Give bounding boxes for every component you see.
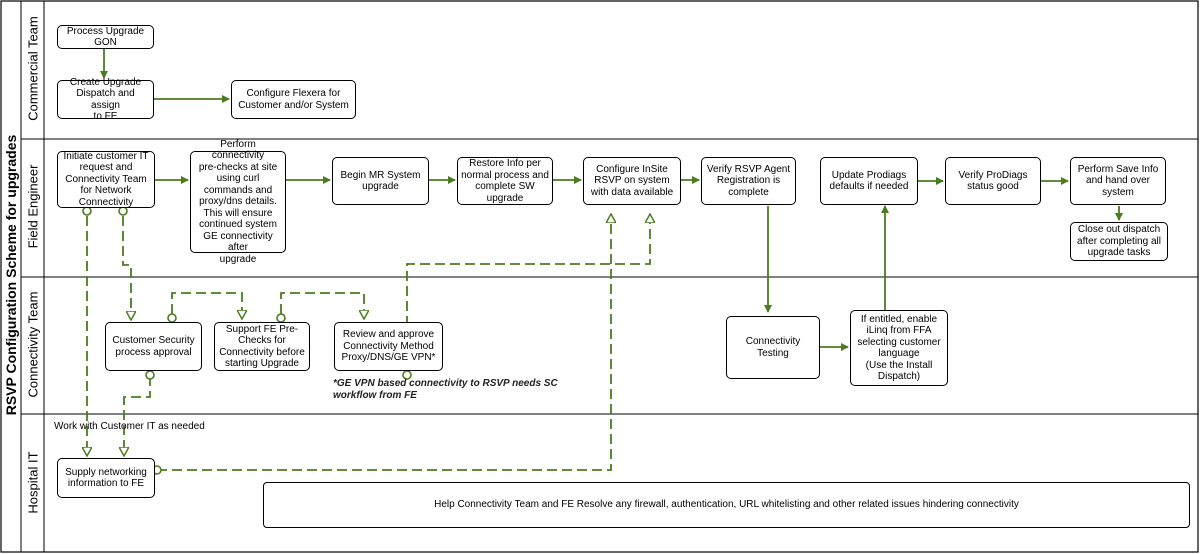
gevpn-note: *GE VPN based connectivity to RSVP needs… <box>333 378 558 401</box>
process-upgrade-gon-box: Process Upgrade GON <box>57 25 154 49</box>
begin-mr-upgrade-box: Begin MR System upgrade <box>332 157 429 205</box>
pool-title: RSVP Configuration Scheme for upgrades <box>3 134 19 416</box>
msg-review-to-insite <box>406 214 650 371</box>
msg-origin-security <box>167 313 177 323</box>
create-dispatch-box: Create Upgrade Dispatch and assign to FE <box>57 77 154 122</box>
help-connectivity-box: Help Connectivity Team and FE Resolve an… <box>263 482 1190 528</box>
enable-ilinq-box: If entitled, enable iLinq from FFA selec… <box>850 310 948 386</box>
verify-prodiags-box: Verify ProDiags status good <box>945 157 1041 205</box>
msg-origin-security-down <box>145 370 155 380</box>
connectivity-testing-box: Connectivity Testing <box>726 316 820 379</box>
initiate-request-box: Initiate customer IT request and Connect… <box>57 151 155 208</box>
msg-security-to-supply <box>124 376 151 456</box>
lane-label-field: Field Engineer <box>25 164 41 249</box>
msg-initiate-to-security <box>122 216 131 320</box>
review-approve-box: Review and approve Connectivity Method P… <box>334 322 443 371</box>
configure-flexera-box: Configure Flexera for Customer and/or Sy… <box>231 80 356 119</box>
verify-agent-box: Verify RSVP Agent Registration is comple… <box>701 157 796 205</box>
lane-label-commercial: Commercial Team <box>25 16 41 121</box>
close-dispatch-box: Close out dispatch after completing all … <box>1070 222 1168 261</box>
msg-security-to-support <box>171 292 242 319</box>
customer-security-box: Customer Security process approval <box>105 322 202 371</box>
configure-insite-box: Configure InSite RSVP on system with dat… <box>583 157 681 205</box>
support-fe-prechecks-box: Support FE Pre- Checks for Connectivity … <box>214 322 310 371</box>
supply-networking-box: Supply networking information to FE <box>57 458 155 498</box>
update-prodiags-box: Update Prodiags defaults if needed <box>820 157 918 205</box>
perform-prechecks-box: Perform connectivity pre-checks at site … <box>190 139 286 265</box>
work-with-it-label: Work with Customer IT as needed <box>54 421 205 432</box>
msg-support-to-review <box>280 292 364 319</box>
restore-info-box: Restore Info per normal process and comp… <box>457 157 553 205</box>
perform-save-info-box: Perform Save Info and hand over system <box>1070 157 1166 205</box>
lane-label-hospital: Hospital IT <box>25 451 41 514</box>
lane-label-connectivity: Connectivity Team <box>25 291 41 398</box>
msg-origin-support <box>276 313 286 323</box>
